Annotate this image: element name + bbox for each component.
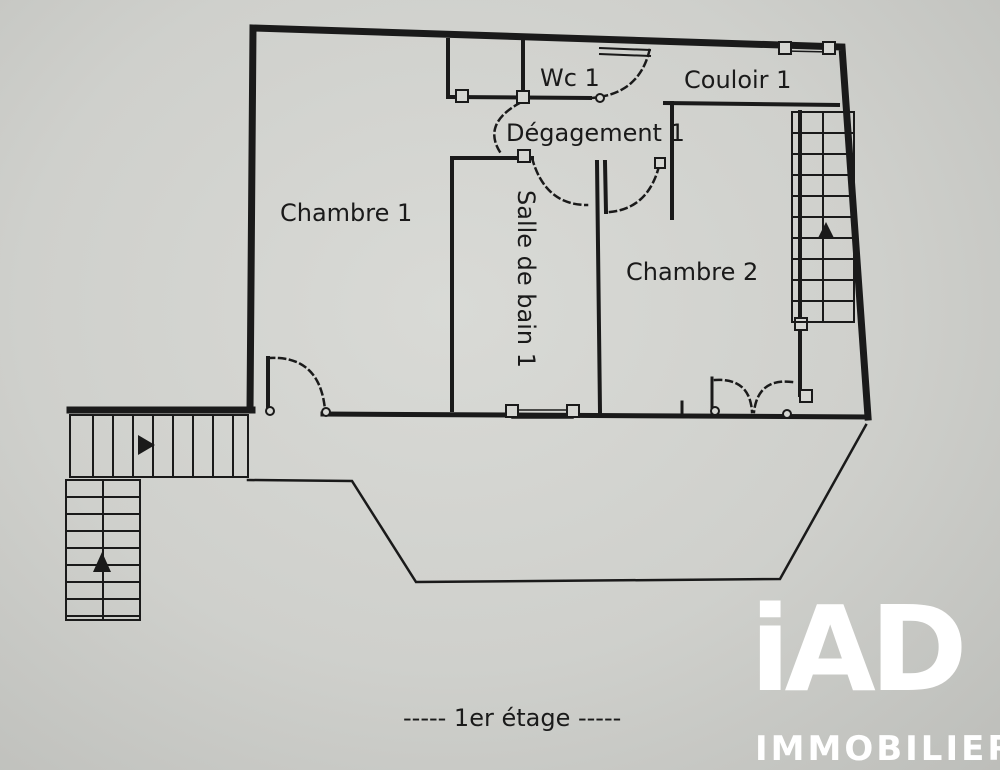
room-label-degagement-1: Dégagement 1 [506,119,685,147]
door-swing-wc [588,46,652,100]
stair-right-arrow [818,222,834,238]
door-swing-chambre1 [266,356,327,412]
door-swing-chambre2 [608,160,662,214]
iad-logo: iAD IMMOBILIER [745,590,1000,770]
stair-left-arrow-up [93,552,111,572]
wall-sdb-right [594,159,603,415]
logo-mark: iAD [750,580,968,718]
door-swing-double-a [713,378,754,414]
door-swing-double-b [752,380,794,414]
room-label-wc-1: Wc 1 [540,64,600,92]
floor-caption: ----- 1er étage ----- [403,704,622,732]
stair-left [65,414,249,621]
room-label-chambre-1: Chambre 1 [280,199,413,227]
room-label-salle-de-bain-1: Salle de bain 1 [512,190,540,369]
stair-left-arrow-right [138,435,155,455]
terrace-outline [246,423,868,584]
room-label-chambre-2: Chambre 2 [626,258,759,286]
stair-right [791,111,855,323]
bottom-wall [320,411,871,420]
logo-subtitle: IMMOBILIER [755,729,1000,769]
door-swing-sdb [530,156,589,207]
wall-sdb-right-b [602,159,609,215]
room-label-couloir-1: Couloir 1 [684,66,792,94]
wall-couloir-bottom [662,100,841,108]
